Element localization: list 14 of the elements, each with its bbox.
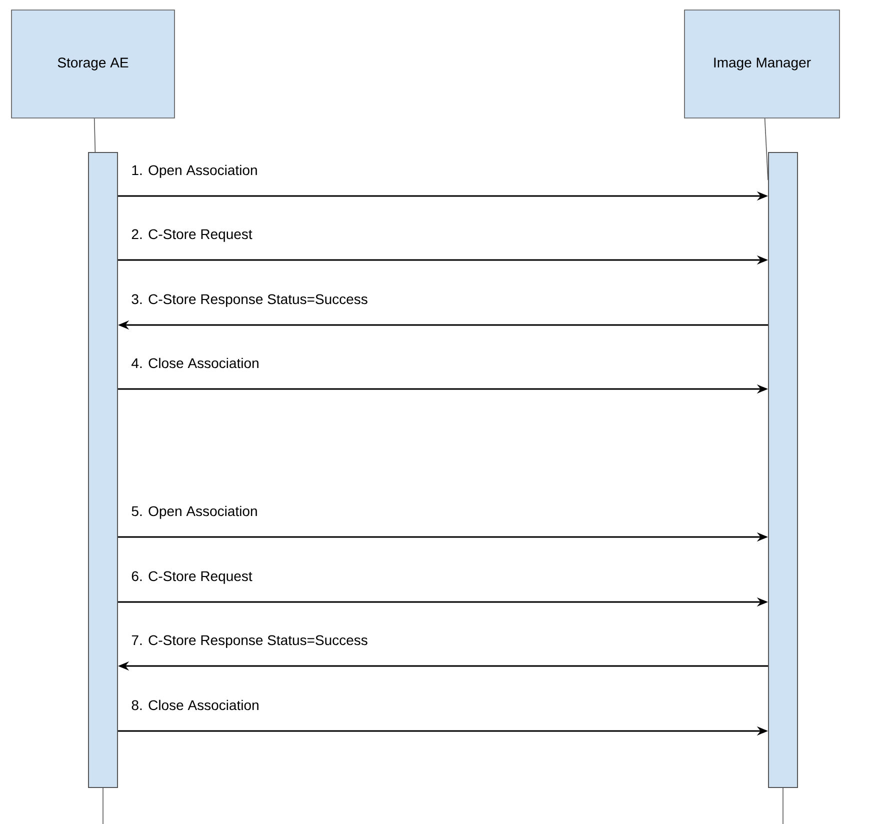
lifeline (94, 118, 96, 152)
activation-bar (88, 152, 118, 788)
edge-label: 3. C-Store Response Status=Success (132, 294, 368, 307)
activation-bar (768, 152, 798, 788)
edge-label: 4. Close Association (132, 358, 258, 368)
edge-label: 7. C-Store Response Status=Success (132, 635, 368, 648)
lifeline (764, 118, 768, 180)
edge-label: 1. Open Association (132, 164, 257, 178)
edge-label: 5. Open Association (132, 506, 257, 519)
edge-label: 2. C-Store Request (132, 229, 252, 242)
participant-box: Image Manager (684, 10, 840, 118)
edge-label: 6. C-Store Request (132, 571, 252, 584)
edge-label: 8. Close Association (132, 700, 258, 710)
participant-box: Storage AE (11, 10, 175, 118)
